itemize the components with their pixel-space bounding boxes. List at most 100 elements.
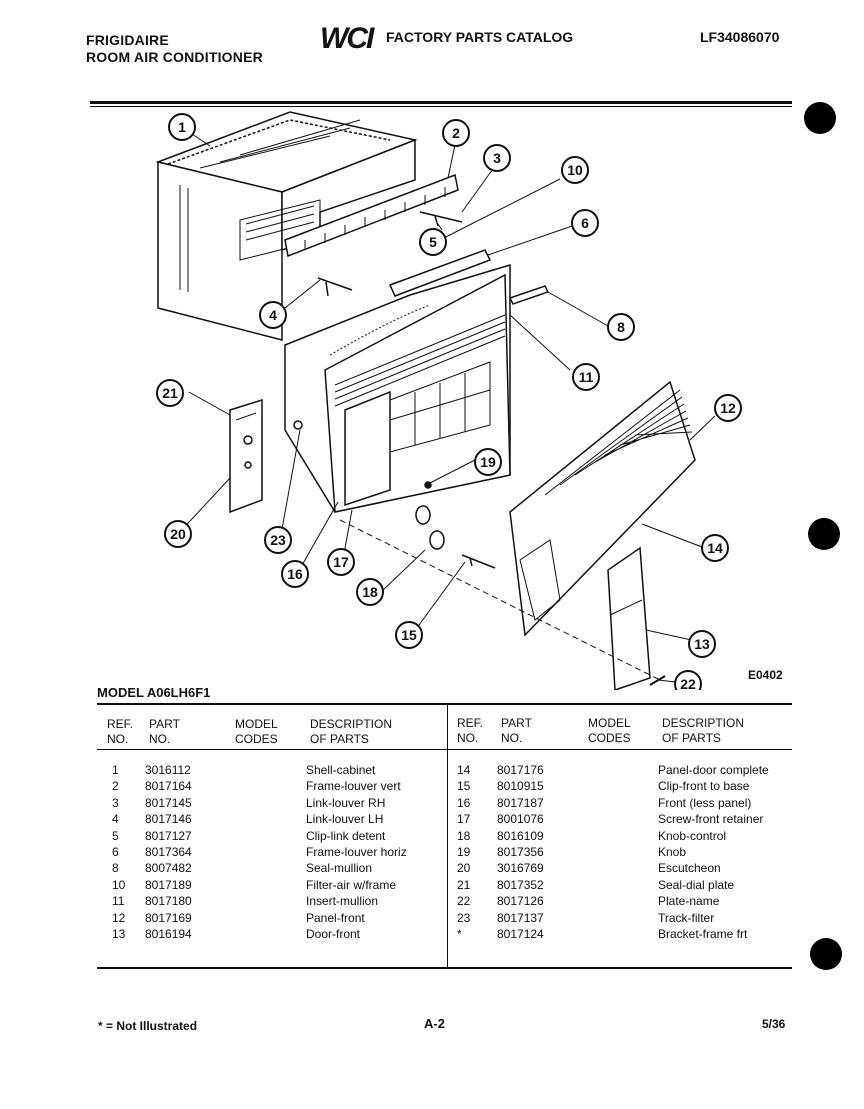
brand-block: FRIGIDAIRE ROOM AIR CONDITIONER	[86, 32, 263, 66]
page-number: A-2	[424, 1016, 445, 1031]
part-number-cell: 8017176	[497, 763, 544, 777]
header-rule-thin	[90, 106, 792, 107]
description-cell: Frame-louver horiz	[306, 844, 407, 859]
callout-19: 19	[474, 448, 502, 476]
ref-cell: 14	[457, 763, 471, 777]
table-header-rule	[97, 749, 792, 750]
part-number-cell: 8001076	[497, 812, 544, 827]
part-number-cell: 8010915	[497, 779, 544, 794]
ref-cell: 2	[112, 779, 119, 794]
wci-logo: WCI	[320, 22, 377, 52]
ref-cell: 10	[112, 877, 126, 892]
header-rule	[90, 101, 792, 104]
description-cell: Knob	[658, 844, 687, 859]
binder-hole-top	[804, 102, 836, 134]
ref-cell: 5	[112, 828, 119, 843]
svg-text:12: 12	[720, 400, 736, 416]
model-number: MODEL A06LH6F1	[97, 685, 211, 700]
part-number-cell: 8016194	[145, 926, 192, 941]
part-number-cell: 8017169	[145, 910, 192, 925]
callout-18: 18	[356, 578, 384, 606]
footnote-not-illustrated: * = Not Illustrated	[98, 1019, 198, 1033]
part-number-cell: 8016109	[497, 828, 544, 843]
svg-text:19: 19	[480, 454, 496, 470]
callout-12: 12	[714, 394, 742, 422]
svg-text:2: 2	[452, 125, 460, 141]
description-cell: Door-front	[306, 926, 361, 941]
callout-5: 5	[419, 228, 447, 256]
description-cell: Seal-dial plate	[658, 877, 735, 892]
exploded-parts-diagram: 1 2 3 4 5 6 8 10 11 12 13 14 15 16 17 18…	[155, 111, 742, 690]
svg-text:11: 11	[579, 369, 594, 385]
front-assembly	[284, 263, 511, 513]
svg-text:4: 4	[269, 307, 277, 323]
callout-23: 23	[264, 526, 292, 554]
link-louver-rh	[419, 211, 463, 227]
part-number-cell: 8017164	[145, 779, 192, 794]
svg-text:6: 6	[581, 215, 589, 231]
description-cell: Plate-name	[658, 894, 720, 909]
svg-text:15: 15	[401, 627, 417, 643]
part-number-cell: 3016112	[145, 763, 191, 777]
ref-cell: 15	[457, 779, 471, 794]
ref-cell: 16	[457, 795, 471, 810]
description-cell: Seal-mullion	[306, 861, 373, 876]
callout-10: 10	[561, 156, 589, 184]
svg-text:21: 21	[162, 385, 178, 401]
ref-cell: 13	[112, 926, 126, 941]
description-cell: Panel-front	[306, 910, 365, 925]
header-ref-right: REF.NO.	[457, 716, 484, 745]
svg-text:5: 5	[429, 234, 437, 250]
callout-4: 4	[259, 301, 287, 329]
ref-cell: 20	[457, 861, 471, 876]
louver-frame-horizontal	[388, 249, 492, 297]
svg-text:1: 1	[178, 119, 186, 135]
part-number-cell: 8017146	[145, 812, 192, 827]
callout-6: 6	[571, 209, 599, 237]
svg-text:17: 17	[333, 554, 349, 570]
part-number-cell: 8017126	[497, 894, 544, 909]
description-cell: Frame-louver vert	[306, 779, 401, 794]
part-number-cell: 8017356	[497, 844, 544, 859]
part-number-cell: 8007482	[145, 861, 192, 876]
svg-text:22: 22	[680, 676, 696, 690]
part-number-cell: 8017187	[497, 795, 544, 810]
callout-20: 20	[164, 520, 192, 548]
binder-hole-bottom	[810, 938, 842, 970]
callout-1: 1	[168, 113, 196, 141]
table-column-divider	[447, 705, 448, 969]
part-number-cell: 8017145	[145, 795, 192, 810]
callout-15: 15	[395, 621, 423, 649]
ref-cell: 4	[112, 812, 119, 827]
panel-door	[607, 546, 651, 690]
callout-11: 11	[572, 363, 600, 391]
binder-hole-middle	[808, 518, 840, 550]
table-top-rule	[97, 703, 792, 705]
callout-balloons: 1 2 3 4 5 6 8 10 11 12 13 14 15 16 17 18…	[156, 113, 742, 690]
ref-cell: 11	[112, 894, 125, 909]
callout-3: 3	[483, 144, 511, 172]
svg-text:13: 13	[694, 636, 710, 652]
header-ref-left: REF.NO.	[107, 717, 134, 746]
part-number-cell: 3016769	[497, 861, 544, 876]
knobs-and-clips	[293, 420, 666, 686]
svg-text:14: 14	[707, 540, 723, 556]
louver-frame-vertical	[284, 173, 459, 258]
svg-text:10: 10	[567, 162, 583, 178]
svg-text:18: 18	[362, 584, 378, 600]
callout-17: 17	[327, 548, 355, 576]
product-type: ROOM AIR CONDITIONER	[86, 49, 263, 65]
seal-mullion-strip	[508, 285, 550, 305]
